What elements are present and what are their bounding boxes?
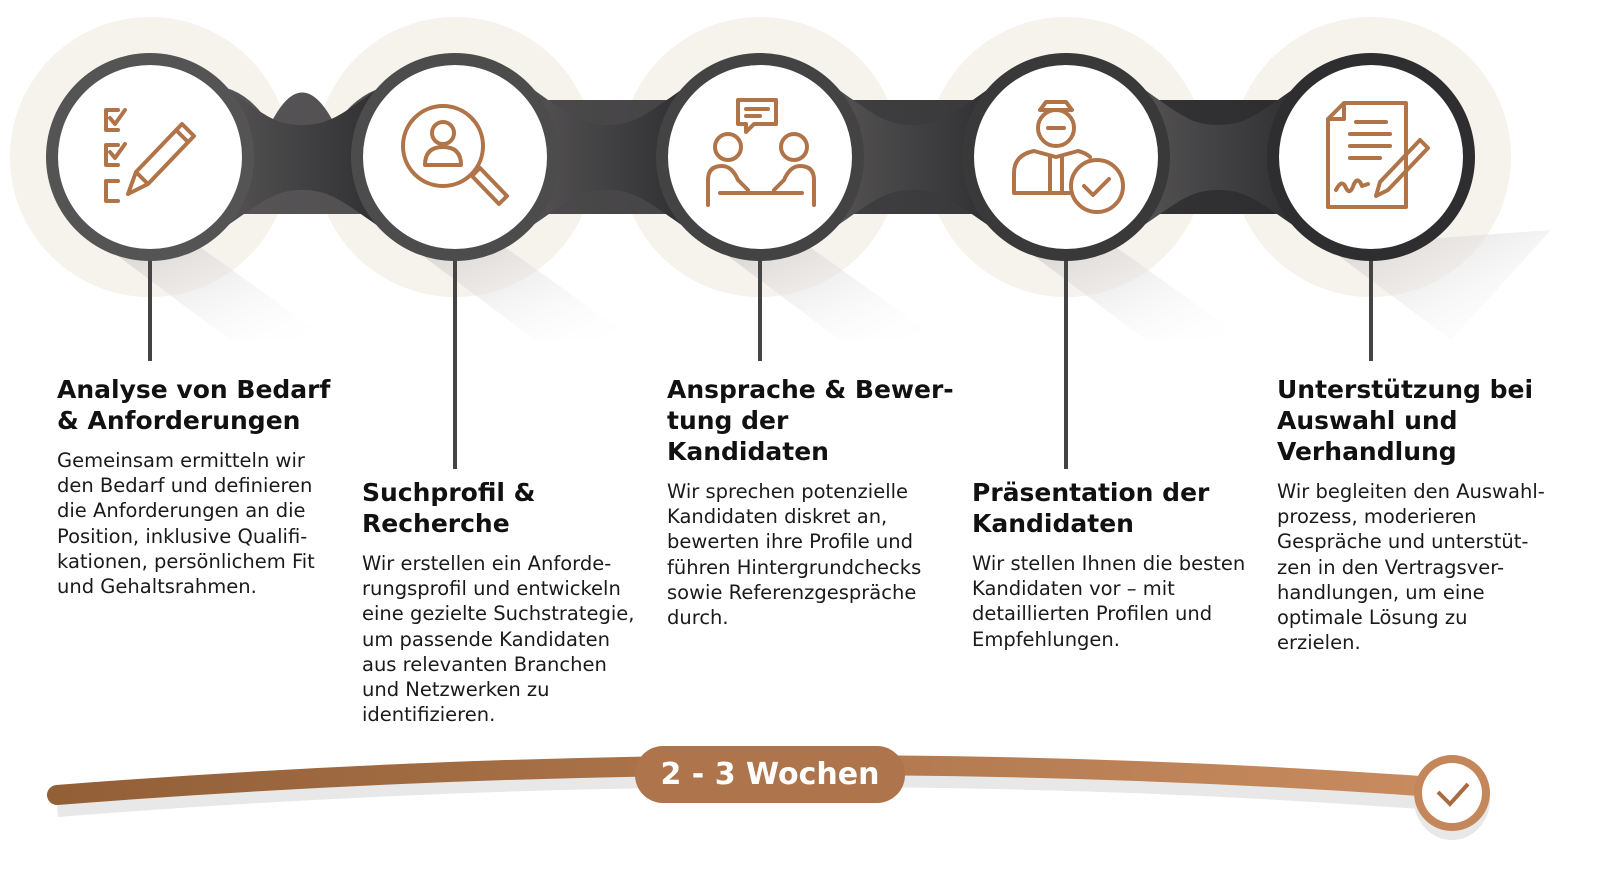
- step-description: Wir sprechen potenzielle Kandidaten disk…: [667, 480, 922, 630]
- step-1: Analyse von Bedarf & Anforderungen Gemei…: [57, 374, 347, 599]
- person-search-icon: [401, 104, 509, 206]
- step-description: Gemeinsam ermitteln wir den Bedarf und d…: [57, 449, 315, 599]
- duration-badge: 2 - 3 Wochen: [635, 746, 905, 803]
- checklist-pencil-icon: [104, 108, 196, 203]
- step-3: Ansprache & Bewer- tung der Kandidaten W…: [667, 374, 957, 630]
- step-title: Analyse von Bedarf & Anforderungen: [57, 375, 331, 435]
- step-description: Wir erstellen ein Anforde- rungsprofil u…: [362, 552, 635, 727]
- step-2: Suchprofil & Recherche Wir erstellen ein…: [362, 477, 652, 727]
- step-title: Ansprache & Bewer- tung der Kandidaten: [667, 375, 954, 466]
- step-5: Unterstützung bei Auswahl und Verhandlun…: [1277, 374, 1577, 655]
- step-description: Wir begleiten den Auswahl- prozess, mode…: [1277, 480, 1545, 655]
- step-title: Unterstützung bei Auswahl und Verhandlun…: [1277, 375, 1534, 466]
- step-description: Wir stellen Ihnen die besten Kandidaten …: [972, 552, 1246, 651]
- step-title: Präsentation der Kandidaten: [972, 478, 1210, 538]
- candidate-approved-icon: [1012, 100, 1125, 214]
- conversation-icon: [706, 98, 816, 207]
- contract-signing-icon: [1326, 101, 1430, 209]
- step-title: Suchprofil & Recherche: [362, 478, 536, 538]
- stems: [148, 250, 1373, 469]
- check-icon: [1436, 782, 1470, 807]
- step-4: Präsentation der Kandidaten Wir stellen …: [972, 477, 1262, 652]
